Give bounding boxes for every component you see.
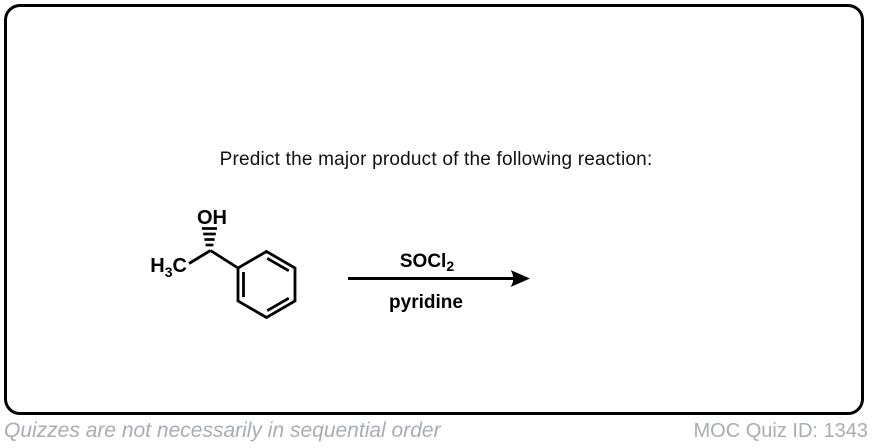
reactant-structure: [188, 227, 297, 320]
reaction-arrow: [348, 270, 530, 287]
hash-wedge-bond: [202, 227, 217, 247]
methyl-h: H: [150, 255, 164, 277]
bond-methyl: [188, 249, 212, 265]
question-text: Predict the major product of the followi…: [219, 149, 653, 170]
hydroxyl-label: OH: [197, 207, 227, 229]
quiz-card: [4, 4, 864, 415]
reagent-main: SOCl: [400, 251, 446, 272]
quiz-id-label: MOC Quiz ID: 1343: [693, 420, 868, 442]
reagent-sub: 2: [446, 258, 454, 274]
footer: Quizzes are not necessarily in sequentia…: [4, 419, 868, 443]
reagent-above-label: SOCl2: [400, 251, 454, 274]
reagent-below-label: pyridine: [389, 292, 463, 313]
bond-phenyl: [209, 249, 239, 270]
methyl-sub: 3: [165, 264, 173, 280]
methyl-label: H3C: [150, 255, 187, 280]
methyl-c: C: [173, 255, 187, 277]
footer-note: Quizzes are not necessarily in sequentia…: [4, 419, 441, 442]
benzene-ring: [236, 249, 297, 320]
